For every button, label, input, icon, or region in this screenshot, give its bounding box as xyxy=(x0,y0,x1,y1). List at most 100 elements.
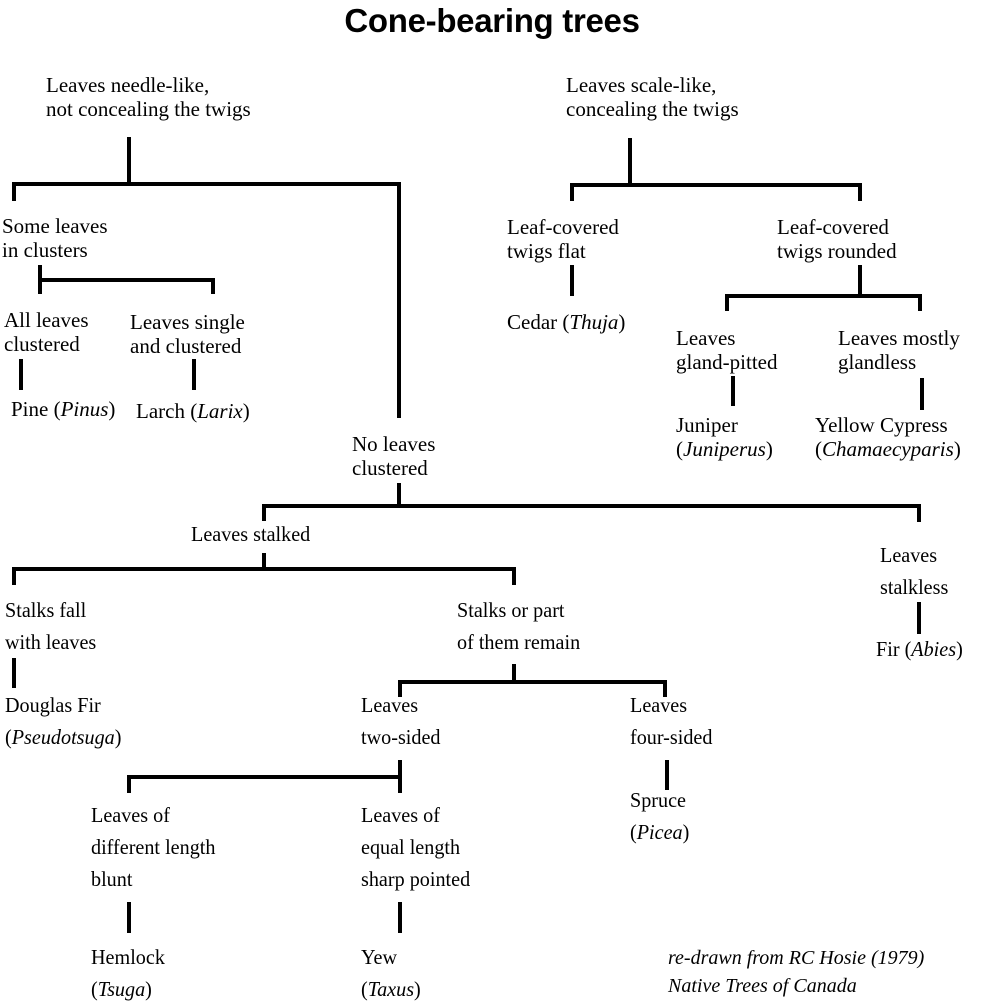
genus-name: Pinus xyxy=(60,397,109,421)
node-leaves-needle-like: Leaves needle-like, not concealing the t… xyxy=(46,73,251,121)
genus-name: Pseudotsuga xyxy=(11,725,115,749)
node-line: glandless xyxy=(838,350,917,374)
species-spruce: Spruce (Picea) xyxy=(630,784,689,848)
node-line: Leaf-covered xyxy=(777,215,889,239)
genus-name: Thuja xyxy=(569,310,619,334)
node-line: Leaves scale-like, xyxy=(566,73,717,97)
node-line: blunt xyxy=(91,867,133,891)
species-fir: Fir (Abies) xyxy=(876,637,963,661)
diagram-title: Cone-bearing trees xyxy=(344,2,640,39)
node-line: in clusters xyxy=(2,238,88,262)
genus-name: Tsuga xyxy=(97,977,146,1001)
node-line: clustered xyxy=(4,332,80,356)
node-line: Leaves stalked xyxy=(191,522,311,546)
node-line: All leaves xyxy=(4,308,89,332)
common-name: Yew xyxy=(361,945,398,969)
node-some-leaves-in-clusters: Some leaves in clusters xyxy=(2,214,108,262)
species-douglas-fir: Douglas Fir (Pseudotsuga) xyxy=(5,689,121,753)
node-line: Leaves xyxy=(676,326,736,350)
genus-name: Taxus xyxy=(367,977,415,1001)
paren: ) xyxy=(618,310,626,334)
paren: ) xyxy=(145,977,152,1001)
node-line: Leaves single xyxy=(130,310,245,334)
node-line: Stalks or part xyxy=(457,598,565,622)
genus-name: Juniperus xyxy=(683,437,766,461)
common-name: Juniper xyxy=(676,413,738,437)
paren: ( xyxy=(5,725,12,749)
source-credit: re-drawn from RC Hosie (1979) Native Tre… xyxy=(668,944,924,1000)
species-cedar: Cedar (Thuja) xyxy=(507,310,625,334)
node-line: Leaves xyxy=(880,543,938,567)
species-yew: Yew (Taxus) xyxy=(361,941,421,1005)
node-leaves-different-length-blunt: Leaves of different length blunt xyxy=(91,799,215,895)
node-leaves-stalked: Leaves stalked xyxy=(191,522,310,546)
node-leaves-equal-length-sharp: Leaves of equal length sharp pointed xyxy=(361,799,470,895)
common-name: Larch ( xyxy=(136,399,198,423)
genus-name: Larix xyxy=(197,399,243,423)
node-line: equal length xyxy=(361,835,461,859)
credit-line: Native Trees of Canada xyxy=(668,975,857,997)
paren: ) xyxy=(682,820,690,844)
common-name: Fir ( xyxy=(876,637,912,661)
node-line: Stalks fall xyxy=(5,598,87,622)
paren: ) xyxy=(108,397,116,421)
genus-name: Abies xyxy=(911,637,957,661)
node-no-leaves-clustered: No leaves clustered xyxy=(352,432,435,480)
node-line: Leaves xyxy=(361,693,419,717)
node-line: and clustered xyxy=(130,334,242,358)
genus-name: Chamaecyparis xyxy=(822,437,954,461)
paren: ( xyxy=(630,820,637,844)
node-line: sharp pointed xyxy=(361,867,471,891)
node-leaf-covered-twigs-flat: Leaf-covered twigs flat xyxy=(507,215,619,263)
node-line: of them remain xyxy=(457,630,581,654)
node-line: concealing the twigs xyxy=(566,97,739,121)
paren: ) xyxy=(765,437,773,461)
node-stalks-fall-with-leaves: Stalks fall with leaves xyxy=(5,594,96,658)
paren: ) xyxy=(414,977,421,1001)
node-line: Some leaves xyxy=(2,214,108,238)
node-leaves-stalkless: Leaves stalkless xyxy=(880,539,948,603)
common-name: Cedar ( xyxy=(507,310,570,334)
node-line: stalkless xyxy=(880,575,949,599)
species-juniper: Juniper (Juniperus) xyxy=(676,413,773,461)
node-line: gland-pitted xyxy=(676,350,778,374)
paren: ( xyxy=(91,977,98,1001)
node-line: Leaves of xyxy=(361,803,440,827)
node-leaves-single-and-clustered: Leaves single and clustered xyxy=(130,310,245,358)
node-line: Leaves needle-like, xyxy=(46,73,210,97)
species-pine: Pine (Pinus) xyxy=(11,397,115,421)
node-line: clustered xyxy=(352,456,428,480)
node-line: Leaves xyxy=(630,693,688,717)
node-all-leaves-clustered: All leaves clustered xyxy=(4,308,89,356)
node-line: Leaves mostly xyxy=(838,326,960,350)
node-line: twigs flat xyxy=(507,239,586,263)
paren: ) xyxy=(114,725,122,749)
node-line: different length xyxy=(91,835,216,859)
common-name: Hemlock xyxy=(91,945,165,969)
node-line: with leaves xyxy=(5,630,97,654)
node-leaves-four-sided: Leaves four-sided xyxy=(630,689,712,753)
node-stalks-or-part-remain: Stalks or part of them remain xyxy=(457,594,580,658)
node-line: Leaf-covered xyxy=(507,215,619,239)
genus-name: Picea xyxy=(636,820,683,844)
common-name: Douglas Fir xyxy=(5,693,101,717)
species-hemlock: Hemlock (Tsuga) xyxy=(91,941,165,1005)
node-leaves-gland-pitted: Leaves gland-pitted xyxy=(676,326,777,374)
common-name: Yellow Cypress xyxy=(815,413,948,437)
node-line: Leaves of xyxy=(91,803,170,827)
node-line: four-sided xyxy=(630,725,713,749)
node-line: not concealing the twigs xyxy=(46,97,251,121)
paren: ( xyxy=(815,437,822,461)
node-leaves-mostly-glandless: Leaves mostly glandless xyxy=(838,326,960,374)
paren: ) xyxy=(956,637,963,661)
paren: ) xyxy=(242,399,250,423)
species-yellow-cypress: Yellow Cypress (Chamaecyparis) xyxy=(815,413,961,461)
common-name: Spruce xyxy=(630,788,686,812)
paren: ( xyxy=(361,977,368,1001)
paren: ( xyxy=(676,437,683,461)
paren: ) xyxy=(953,437,961,461)
node-leaves-scale-like: Leaves scale-like, concealing the twigs xyxy=(566,73,739,121)
species-larch: Larch (Larix) xyxy=(136,399,250,423)
